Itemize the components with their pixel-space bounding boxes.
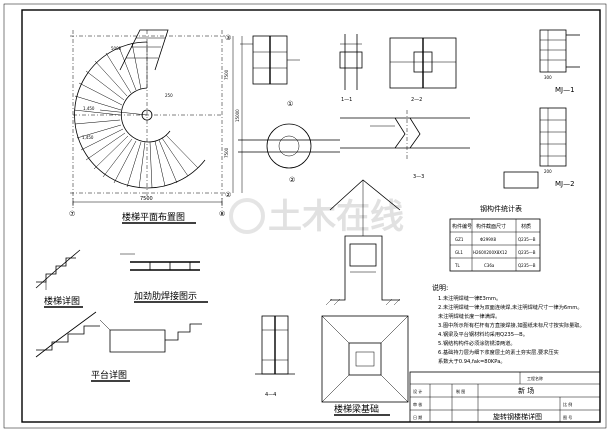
note-line: 未注明焊缝长度一律满焊。 xyxy=(438,312,500,320)
foundation-detail: 楼梯梁基础 xyxy=(321,179,409,416)
section-2-2-label: 2—2 xyxy=(411,97,422,103)
note-line: 2.未注明焊缝一律为双面连续焊,未注明焊缝尺寸一律为6mm。 xyxy=(438,303,583,311)
ground-hatch xyxy=(325,298,401,306)
watermark: 土木在线 xyxy=(229,197,404,237)
stiffener-detail: 加劲肋焊接图示 xyxy=(120,253,208,303)
detail-1-label: ① xyxy=(287,100,293,108)
plan-elev-top: 5000 xyxy=(111,46,122,51)
tb-project-name: 新 场 xyxy=(518,386,534,395)
plan-dim-right-total: 15000 xyxy=(235,109,240,122)
table-row: Q235—B xyxy=(518,263,536,268)
note-line: 系数大于0.94,fak=80KPa。 xyxy=(438,357,506,365)
mj-1-label: MJ—1 xyxy=(555,86,575,94)
spiral-treads xyxy=(73,42,199,189)
mj-1-detail: 300 MJ—1 xyxy=(539,29,580,94)
plan-radius-2: 1,450 xyxy=(82,135,94,140)
notes-title: 说明: xyxy=(432,283,448,292)
note-line: 6.基础持力层为细下浆度层土的素土夯实层,要求压实 xyxy=(438,348,559,356)
axis-label-8: ⑧ xyxy=(219,210,225,218)
plan-elev-mid: 250 xyxy=(165,93,173,98)
tb-drawn: 制 图 xyxy=(456,388,465,394)
tb-drawing-no: 图 号 xyxy=(563,414,572,420)
plan-radius-1: 1,450 xyxy=(83,106,95,111)
detail-2: ② xyxy=(238,123,340,184)
platform-detail: 平台详图 xyxy=(35,311,202,382)
tb-check: 审 核 xyxy=(413,401,422,407)
table-row: C36a xyxy=(484,263,495,268)
axis-label-2: ② xyxy=(225,191,231,199)
table-title: 钢构件统计表 xyxy=(480,204,522,213)
general-notes: 说明: 1.未注明焊缝一律E3mm。 2.未注明焊缝一律为双面连续焊,未注明焊缝… xyxy=(432,283,585,365)
plan-dim-right-top: 7500 xyxy=(224,69,229,80)
section-4-4-label: 4—4 xyxy=(265,392,276,398)
platform-title: 平台详图 xyxy=(91,369,127,381)
note-line: 5.钢结构构件必须涂防锈漆两道。 xyxy=(438,339,516,347)
section-3-3-label: 3—3 xyxy=(413,174,424,180)
table-row: Q235—B xyxy=(518,237,536,242)
mj-2-dim: 200 xyxy=(544,169,552,174)
tb-project-label: 工程名称 xyxy=(527,375,543,381)
outer-border xyxy=(3,3,607,429)
detail-1: ① xyxy=(240,35,300,108)
table-row: GL1 xyxy=(455,250,463,255)
title-block: 工程名称 设 计 审 核 制 图 新 场 旋转钢楼梯详图 比 例 图 号 日 期 xyxy=(409,371,601,423)
stiffener-title: 加劲肋焊接图示 xyxy=(134,290,197,302)
note-line: 3.图中所示所有栏杆有方直接焊接,如图纸未标尺寸按实际量取。 xyxy=(438,321,585,329)
stair-plan-title: 楼梯平面布置图 xyxy=(122,211,185,223)
tb-scale: 比 例 xyxy=(563,401,572,407)
plan-dim-bottom: 7500 xyxy=(140,196,153,202)
stair-beam-title: 楼梯详图 xyxy=(44,295,80,307)
foundation-title: 楼梯梁基础 xyxy=(334,403,379,415)
mj-2-detail: 200 MJ—2 xyxy=(503,107,575,189)
section-2-2: 2—2 xyxy=(389,37,457,103)
detail-2-label: ② xyxy=(289,176,295,184)
section-1-1: 1—1 xyxy=(339,34,363,103)
axis-label-3: ③ xyxy=(225,34,231,42)
table-row: GZ1 xyxy=(455,237,464,242)
tb-date: 日 期 xyxy=(413,414,422,420)
steel-member-table: 钢构件统计表 构件编号 构件截面尺寸 材质 GZ1 Φ299X8 Q235—B … xyxy=(449,204,541,272)
inner-border xyxy=(21,9,601,423)
plan-dim-right-bottom: 7500 xyxy=(224,147,229,158)
table-row: TL xyxy=(454,263,460,268)
mj-1-dim: 300 xyxy=(544,75,552,80)
table-header-section: 构件截面尺寸 xyxy=(476,223,506,230)
table-header-no: 构件编号 xyxy=(452,223,472,230)
table-header-material: 材质 xyxy=(521,223,531,230)
section-3-3: 3—3 xyxy=(340,110,470,180)
tb-design: 设 计 xyxy=(413,388,422,394)
note-line: 1.未注明焊缝一律E3mm。 xyxy=(438,294,501,302)
table-row: H260X200X8X12 xyxy=(473,250,508,255)
stair-beam-detail: 楼梯详图 xyxy=(35,249,83,308)
section-4-4: 4—4 xyxy=(255,315,295,398)
axis-label-7: ⑦ xyxy=(69,210,75,218)
stair-plan-view: 1,450 1,450 5000 250 7500 7500 15000 750… xyxy=(69,29,243,224)
table-row: Φ299X8 xyxy=(480,237,497,242)
watermark-text: 土木在线 xyxy=(268,197,404,237)
note-line: 4.钢梁及平台钢材料均采用Q235—B。 xyxy=(438,330,528,338)
table-row: Q235—B xyxy=(518,250,536,255)
mj-2-label: MJ—2 xyxy=(555,180,575,188)
section-1-1-label: 1—1 xyxy=(341,97,352,103)
tb-drawing-name: 旋转钢楼梯详图 xyxy=(493,412,542,421)
